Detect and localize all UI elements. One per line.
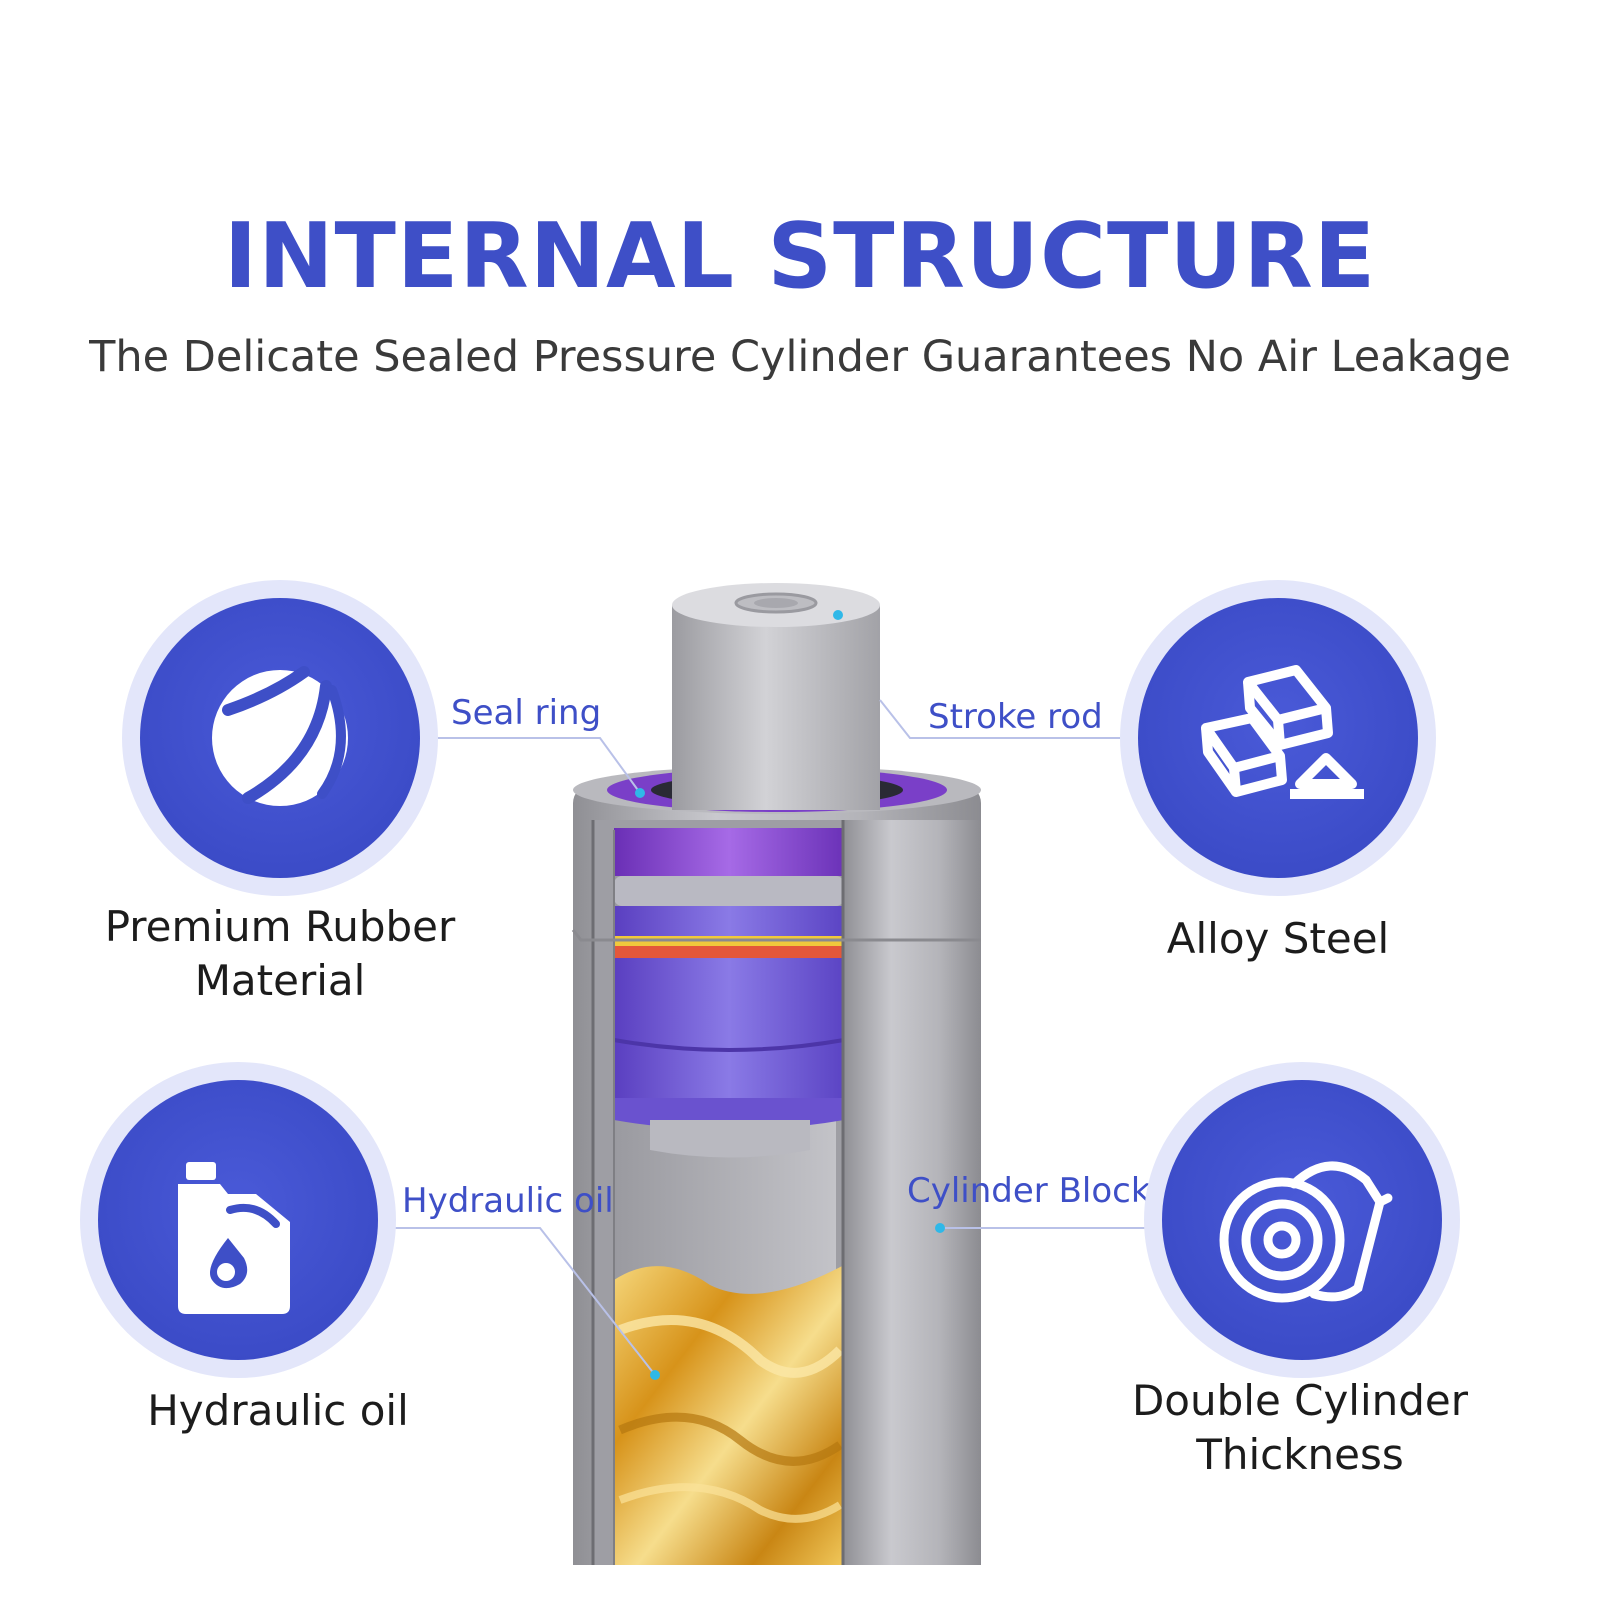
alloy-badge <box>1120 580 1436 896</box>
seal-ring-section <box>614 828 844 876</box>
feature-rubber-label: Premium Rubber Material <box>80 900 480 1008</box>
page-title: INTERNAL STRUCTURE <box>223 204 1377 309</box>
page-subtitle: The Delicate Sealed Pressure Cylinder Gu… <box>89 332 1511 382</box>
feature-rubber-line1: Premium Rubber <box>104 902 456 951</box>
leader-lines <box>380 699 1165 1376</box>
callout-cylinder-block: Cylinder Block <box>907 1171 1151 1211</box>
piston-ring-silver <box>614 876 844 906</box>
rubber-badge <box>122 580 438 896</box>
piston-ring-red <box>614 946 844 958</box>
feature-thickness-line2: Thickness <box>1196 1430 1404 1479</box>
thickness-badge <box>1144 1062 1460 1378</box>
rubber-ball-icon <box>212 666 348 806</box>
callout-seal-ring: Seal ring <box>451 693 602 733</box>
cylinder-wall-right <box>843 820 981 1565</box>
metal-ingots-icon <box>1201 665 1364 799</box>
leader-dots <box>635 610 945 1380</box>
feature-rubber-line2: Material <box>194 956 366 1005</box>
piston-body <box>614 958 844 1098</box>
oil-badge <box>80 1062 396 1378</box>
feature-oil-label: Hydraulic oil <box>147 1386 409 1435</box>
callout-hydraulic-oil: Hydraulic oil <box>402 1181 614 1221</box>
tape-roll-icon <box>1219 1161 1393 1303</box>
feature-thickness-label: Double Cylinder Thickness <box>1100 1374 1500 1482</box>
feature-alloy-label: Alloy Steel <box>1166 914 1390 963</box>
oil-canister-icon <box>178 1162 290 1314</box>
stroke-rod <box>672 605 880 810</box>
callout-stroke-rod: Stroke rod <box>928 697 1103 737</box>
feature-thickness-line1: Double Cylinder <box>1131 1376 1469 1425</box>
